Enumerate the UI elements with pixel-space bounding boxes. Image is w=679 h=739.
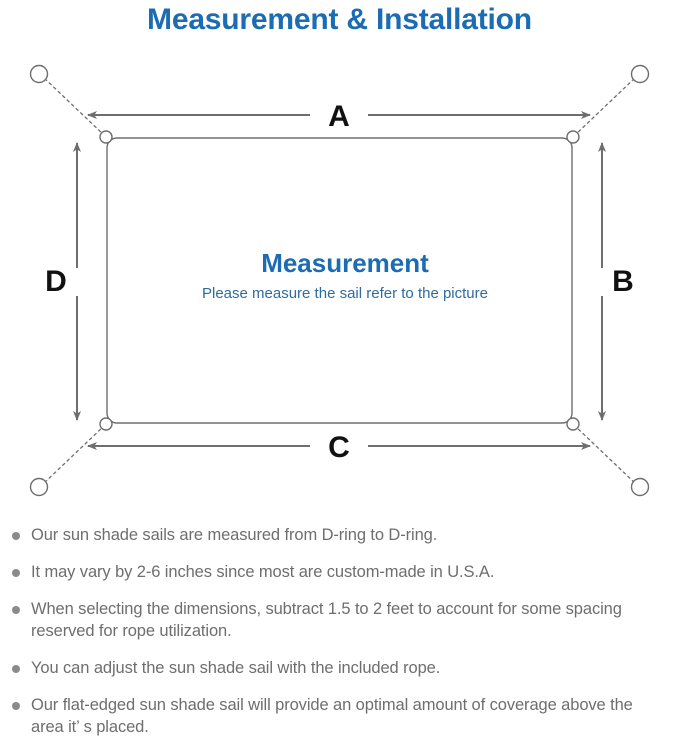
d-ring-bottom-left — [99, 417, 113, 431]
anchor-point-top-left — [29, 64, 49, 84]
d-ring-bottom-right — [566, 417, 580, 431]
list-item: It may vary by 2-6 inches since most are… — [0, 561, 679, 583]
bullet-icon — [12, 665, 20, 673]
dimension-label-b: B — [612, 265, 634, 298]
rope-line-bottom-left — [41, 424, 106, 486]
d-ring-top-right — [566, 130, 580, 144]
bullet-icon — [12, 606, 20, 614]
note-text: Our flat-edged sun shade sail will provi… — [31, 696, 633, 736]
d-ring-top-left — [99, 130, 113, 144]
page-title: Measurement & Installation — [147, 3, 532, 36]
anchor-point-bottom-right — [630, 477, 650, 497]
bullet-icon — [12, 569, 20, 577]
note-text: When selecting the dimensions, subtract … — [31, 600, 622, 640]
rope-line-top-right — [573, 75, 638, 137]
notes-list: Our sun shade sails are measured from D-… — [0, 524, 679, 738]
list-item: Our flat-edged sun shade sail will provi… — [0, 694, 679, 738]
measurement-diagram: A C D B Measurement Please measure the s… — [0, 48, 679, 518]
anchor-point-top-right — [630, 64, 650, 84]
bullet-icon — [12, 702, 20, 710]
rope-line-bottom-right — [573, 424, 638, 486]
bullet-icon — [12, 532, 20, 540]
dimension-label-a: A — [328, 100, 350, 133]
list-item: Our sun shade sails are measured from D-… — [0, 524, 679, 546]
list-item: You can adjust the sun shade sail with t… — [0, 657, 679, 679]
note-text: You can adjust the sun shade sail with t… — [31, 659, 441, 677]
list-item: When selecting the dimensions, subtract … — [0, 598, 679, 642]
diagram-center-subtitle: Please measure the sail refer to the pic… — [202, 285, 488, 302]
dimension-label-d: D — [45, 265, 67, 298]
rope-line-top-left — [41, 75, 106, 137]
anchor-point-bottom-left — [29, 477, 49, 497]
note-text: Our sun shade sails are measured from D-… — [31, 526, 438, 544]
diagram-center-title: Measurement — [261, 248, 429, 278]
dimension-label-c: C — [328, 431, 350, 464]
sail-outline — [106, 137, 573, 424]
note-text: It may vary by 2-6 inches since most are… — [31, 563, 495, 581]
